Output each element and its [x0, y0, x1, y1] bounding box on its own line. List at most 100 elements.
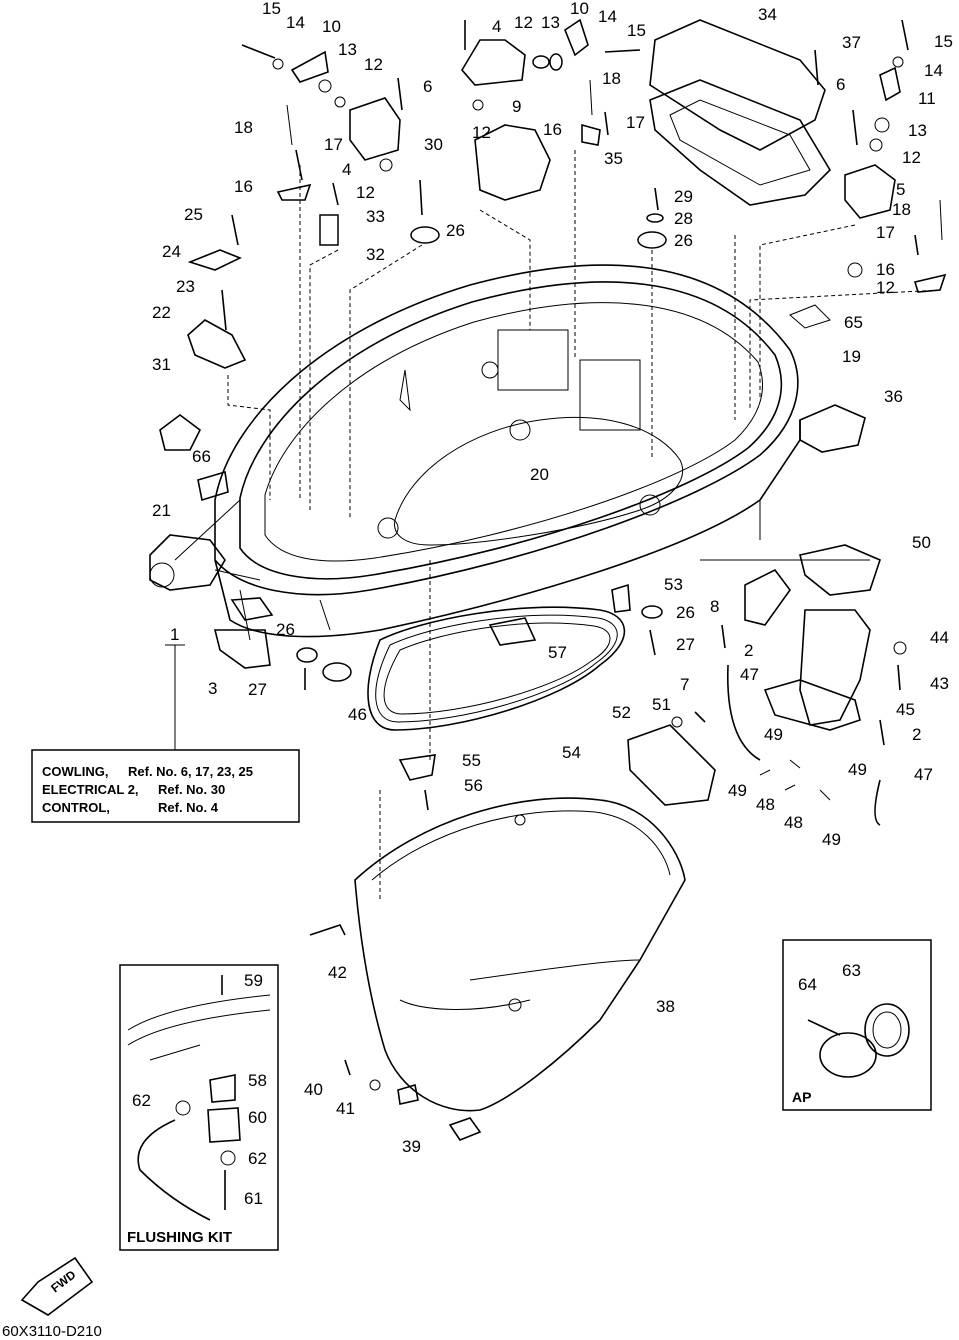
ap-panel: AP — [782, 939, 932, 1111]
callout-55: 55 — [462, 751, 481, 770]
callout-27: 27 — [676, 635, 695, 654]
callout-57: 57 — [548, 643, 567, 662]
callout-40: 40 — [304, 1080, 323, 1099]
callout-26: 26 — [676, 603, 695, 622]
callout-7: 3 — [208, 679, 217, 698]
callout-49: 49 — [764, 725, 783, 744]
callout-26: 26 — [276, 620, 295, 639]
callout-26: 26 — [446, 221, 465, 240]
callout-42: 42 — [328, 963, 347, 982]
callout-2: 2 — [744, 641, 753, 660]
callout-43: 43 — [930, 674, 949, 693]
callout-25: 25 — [184, 205, 203, 224]
right-side-hardware — [611, 187, 907, 826]
callout-37: 37 — [842, 33, 861, 52]
callout-15: 15 — [934, 32, 953, 51]
callout-24: 24 — [162, 242, 181, 261]
callout-12: 12 — [876, 278, 895, 297]
ap-label: AP — [792, 1089, 811, 1105]
note-line2-ref: Ref. No. 30 — [158, 782, 225, 797]
callout-41: 41 — [336, 1099, 355, 1118]
callout-15: 15 — [627, 21, 646, 40]
callout-16: 16 — [876, 260, 895, 279]
callout-4: 4 — [492, 17, 501, 36]
apron — [309, 754, 686, 1141]
fwd-arrow: FWD — [20, 1256, 94, 1316]
callout-12: 12 — [902, 148, 921, 167]
callout-50: 50 — [912, 533, 931, 552]
callout-18: 18 — [892, 200, 911, 219]
callout-10: 10 — [322, 17, 341, 36]
callout-14: 14 — [924, 61, 943, 80]
callout-56: 56 — [464, 776, 483, 795]
callout-20: 20 — [530, 465, 549, 484]
callout-6: 6 — [836, 75, 845, 94]
callout-13: 13 — [338, 40, 357, 59]
note-box: COWLING, Ref. No. 6, 17, 23, 25 ELECTRIC… — [31, 644, 300, 823]
callout-12: 12 — [472, 123, 491, 142]
callout-62: 62 — [248, 1149, 267, 1168]
callout-18: 18 — [234, 118, 253, 137]
callout-22: 22 — [152, 303, 171, 322]
callout-47: 47 — [914, 765, 933, 784]
cover-plate — [649, 19, 947, 329]
callout-17: 17 — [626, 113, 645, 132]
callout-52: 51 — [652, 695, 671, 714]
callout-66: 66 — [192, 447, 211, 466]
callout-65: 65 — [844, 313, 863, 332]
callout-4: 4 — [342, 160, 351, 179]
callout-48: 48 — [784, 813, 803, 832]
callout-60: 60 — [248, 1108, 267, 1127]
callout-29: 29 — [674, 187, 693, 206]
callout-61: 61 — [244, 1189, 263, 1208]
callout-23: 23 — [176, 277, 195, 296]
callout-16: 16 — [234, 177, 253, 196]
callout-53: 53 — [664, 575, 683, 594]
callout-14: 14 — [286, 13, 305, 32]
callout-12: 12 — [356, 183, 375, 202]
seal-ring — [367, 606, 626, 731]
callout-30: 30 — [424, 135, 443, 154]
callout-15: 15 — [262, 0, 281, 18]
upper-center-hardware — [461, 18, 641, 201]
callout-9: 9 — [512, 97, 521, 116]
callout-3: 46 — [348, 705, 367, 724]
callout-13: 13 — [908, 121, 927, 140]
callout-54: 54 — [562, 743, 581, 762]
upper-left-hardware — [149, 44, 440, 591]
note-line3-ref: Ref. No. 4 — [158, 800, 219, 815]
callout-45: 52 — [612, 703, 631, 722]
leader-lines — [174, 150, 941, 900]
callout-17: 17 — [876, 223, 895, 242]
callout-58: 58 — [248, 1071, 267, 1090]
callout-13: 13 — [541, 13, 560, 32]
callout-16: 16 — [543, 120, 562, 139]
callout-49: 49 — [728, 781, 747, 800]
callout-49: 49 — [822, 830, 841, 849]
callout-64: 64 — [798, 975, 817, 994]
callout-26: 26 — [674, 231, 693, 250]
bottom-cowling — [214, 264, 801, 641]
drawing-code: 60X3110-D210 — [2, 1323, 102, 1340]
lower-left-hardware — [213, 597, 537, 690]
callout-51: 7 — [680, 675, 689, 694]
callout-14: 14 — [598, 7, 617, 26]
callout-8: 8 — [710, 597, 719, 616]
callout-46: 45 — [896, 700, 915, 719]
callout-12: 12 — [514, 13, 533, 32]
callout-38: 38 — [656, 997, 675, 1016]
callout-33: 33 — [366, 207, 385, 226]
callout-11: 11 — [918, 89, 936, 108]
callout-2: 2 — [912, 725, 921, 744]
callout-62: 62 — [132, 1091, 151, 1110]
callout-35: 35 — [604, 149, 623, 168]
callout-5: 5 — [896, 180, 905, 199]
callout-59: 59 — [244, 971, 263, 990]
note-line3-label: CONTROL, — [42, 800, 110, 815]
note-line1-label: COWLING, — [42, 764, 108, 779]
callout-1: 1 — [170, 625, 179, 644]
flushing-kit-label: FLUSHING KIT — [127, 1229, 232, 1246]
callout-18: 18 — [602, 69, 621, 88]
flushing-kit-panel: FLUSHING KIT — [119, 964, 279, 1251]
